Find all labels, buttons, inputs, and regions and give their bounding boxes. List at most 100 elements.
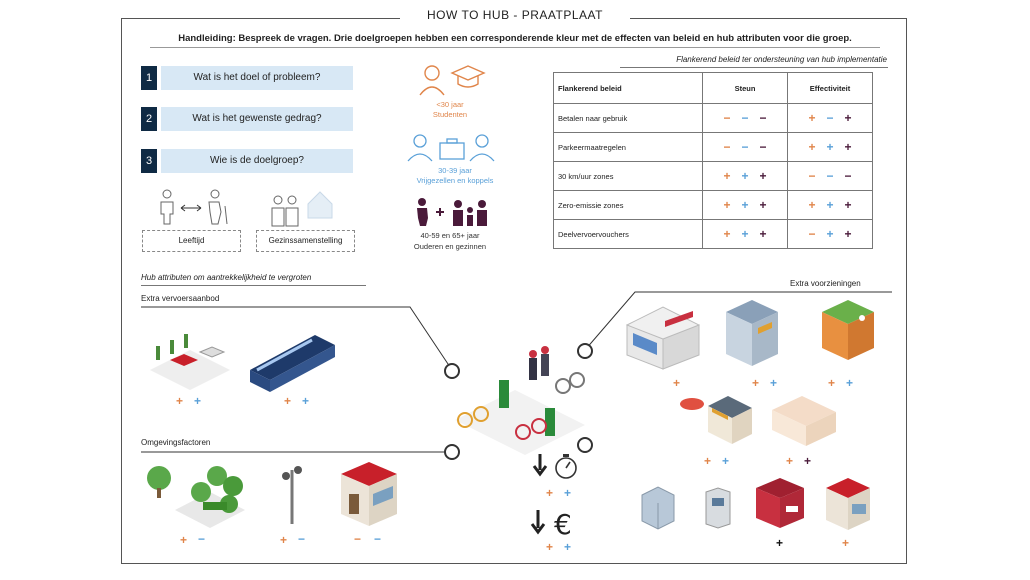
group-1-age: <30 jaar (436, 100, 464, 109)
orange-symbol: + (180, 533, 188, 547)
tree-icon (147, 466, 245, 528)
divider (620, 67, 888, 68)
blue-symbol: − (826, 111, 834, 125)
table-row: Betalen naar gebruik −−− +−+ (553, 103, 873, 133)
question-number: 2 (141, 107, 157, 131)
blue-symbol: − (298, 532, 306, 546)
orange-symbol: + (723, 227, 731, 241)
effect-cell: + + + (787, 132, 873, 162)
effect-cell: +−+ (787, 103, 873, 133)
bike-icon (455, 346, 585, 455)
policy-heading: Flankerend beleid ter ondersteuning van … (676, 55, 887, 64)
blue-symbol: + (826, 198, 834, 212)
table-row: 30 km/uur zones +++ −−− (553, 161, 873, 191)
question-number: 1 (141, 66, 157, 90)
support-cell: +++ (702, 219, 788, 249)
purple-symbol: − (844, 169, 852, 183)
bus-icon (250, 335, 335, 392)
purple-symbol: + (844, 111, 852, 125)
household-icon (271, 191, 333, 227)
orange-symbol: − (808, 227, 816, 241)
divider (141, 285, 366, 286)
section-facilities: Extra voorzieningen (790, 279, 861, 288)
blue-symbol: + (564, 540, 572, 554)
blue-symbol: + (826, 140, 834, 154)
question-number: 3 (141, 149, 157, 173)
orange-symbol: − (808, 169, 816, 183)
orange-symbol: + (842, 536, 850, 550)
blue-symbol: − (198, 532, 206, 546)
criterion-household: Gezinssamenstelling (256, 230, 355, 252)
hub-connector-node (444, 363, 460, 379)
policy-label: Parkeermaatregelen (553, 132, 703, 162)
stopwatch-icon (532, 454, 577, 479)
black-symbol: + (776, 536, 784, 550)
streetlight-icon (282, 466, 302, 524)
purple-symbol: − (759, 140, 767, 154)
blue-symbol: + (302, 394, 310, 408)
orange-symbol: − (723, 111, 731, 125)
building-icon (726, 300, 778, 366)
effect-cell: −−− (787, 161, 873, 191)
svg-text:€: € (554, 508, 572, 540)
blue-symbol: − (741, 140, 749, 154)
group-3-age: 40-59 en 65+ jaar (420, 231, 480, 240)
purple-symbol: + (759, 198, 767, 212)
orange-symbol: − (723, 140, 731, 154)
table-row: Parkeermaatregelen −−− +++ (553, 132, 873, 162)
blue-symbol: − (826, 169, 834, 183)
criterion-age: Leeftijd (142, 230, 241, 252)
orange-symbol: + (723, 169, 731, 183)
shop-icon (625, 306, 700, 370)
hub-connector-node (444, 444, 460, 460)
purple-symbol: − (759, 111, 767, 125)
orange-symbol: + (752, 376, 760, 390)
group-2-age: 30-39 jaar (438, 166, 472, 175)
table-row: Deelvervoervouchers +++ −++ (553, 219, 873, 249)
family-icon (417, 198, 487, 226)
policy-table: Flankerend beleid Steun Effectiviteit Be… (553, 72, 873, 249)
blue-symbol: + (722, 454, 730, 468)
group-1-label: Studenten (432, 110, 468, 119)
hub-connector-node (577, 437, 593, 453)
orange-symbol: + (808, 140, 816, 154)
market-icon (772, 396, 836, 446)
table-row: Zero-emissie zones +++ +++ (553, 190, 873, 220)
euro-icon: € (530, 508, 572, 540)
section-environment: Omgevingsfactoren (141, 438, 211, 447)
orange-symbol: + (546, 486, 554, 500)
page-title: HOW TO HUB - PRAATPLAAT (400, 8, 630, 22)
locker-icon (641, 486, 675, 530)
purple-symbol: + (759, 227, 767, 241)
hub-heading: Hub attributen om aantrekkelijkheid te v… (141, 273, 312, 282)
group-2-label: Vrijgezellen en koppels (416, 176, 494, 185)
orange-symbol: + (723, 198, 731, 212)
blue-symbol: − (374, 532, 382, 546)
car-icon (150, 334, 230, 390)
shop-icon (341, 462, 397, 526)
policy-label: Deelvervoervouchers (553, 219, 703, 249)
parcel-icon (756, 478, 804, 528)
purple-symbol: + (844, 140, 852, 154)
divider (150, 47, 880, 48)
shop-icon (826, 478, 870, 530)
atm-icon (705, 487, 731, 529)
question-text: Wat is het doel of probleem? (161, 66, 353, 90)
shop-icon (680, 396, 752, 444)
purple-symbol: + (844, 227, 852, 241)
orange-symbol: + (786, 454, 794, 468)
blue-symbol: + (826, 227, 834, 241)
group-3-label: Ouderen en gezinnen (413, 242, 487, 251)
blue-symbol: + (741, 198, 749, 212)
table-header-row: Flankerend beleid Steun Effectiviteit (553, 72, 873, 104)
orange-symbol: − (354, 532, 362, 546)
purple-symbol: + (759, 169, 767, 183)
orange-symbol: + (808, 111, 816, 125)
blue-symbol: + (741, 169, 749, 183)
hub-connector-node (577, 343, 593, 359)
orange-symbol: + (808, 198, 816, 212)
purple-symbol: + (844, 198, 852, 212)
building-icon (822, 300, 874, 360)
orange-symbol: + (546, 540, 554, 554)
